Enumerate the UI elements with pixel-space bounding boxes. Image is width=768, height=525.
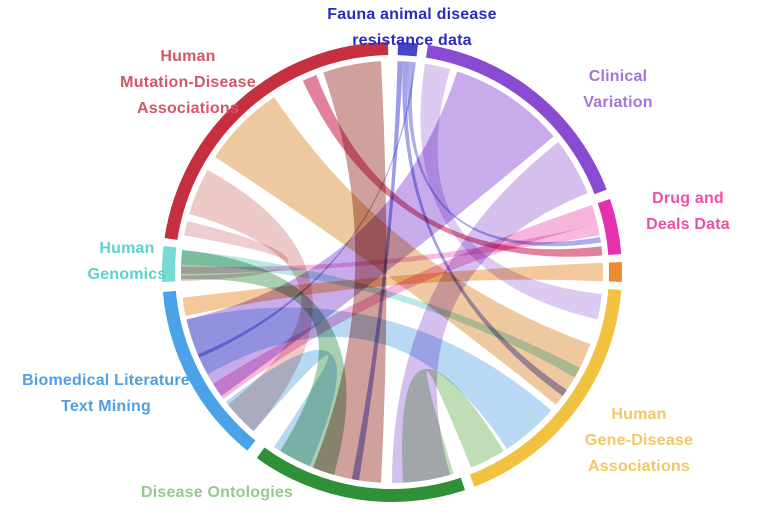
- ribbon-mutation-gene: [215, 97, 591, 405]
- ribbon-fauna-ontologies: [351, 61, 404, 481]
- ribbon-mutation-drug: [302, 75, 603, 257]
- arc-biomedical: [162, 290, 256, 451]
- ribbon-biomedical-gene: [186, 307, 552, 449]
- arc-ontologies: [256, 447, 465, 502]
- arc-drug: [597, 199, 622, 255]
- arc-orange: [608, 261, 622, 283]
- ribbon-ontologies-genomics: [181, 249, 347, 475]
- ribbon-orange-biomedical: [182, 262, 604, 316]
- ribbon-clinical-gene: [420, 63, 602, 320]
- arc-gene: [469, 289, 622, 487]
- ribbon-drug-genomics: [181, 224, 600, 274]
- ribbon-ontologies-gene: [402, 368, 504, 483]
- arc-mutation: [164, 42, 389, 240]
- ribbon-drug-biomedical: [213, 205, 598, 399]
- arc-fauna: [397, 42, 419, 57]
- arc-clinical: [425, 44, 607, 195]
- ribbon-genomics-gene: [181, 249, 580, 378]
- ribbon-mutation-genomics: [181, 220, 289, 282]
- arc-genomics: [162, 245, 177, 283]
